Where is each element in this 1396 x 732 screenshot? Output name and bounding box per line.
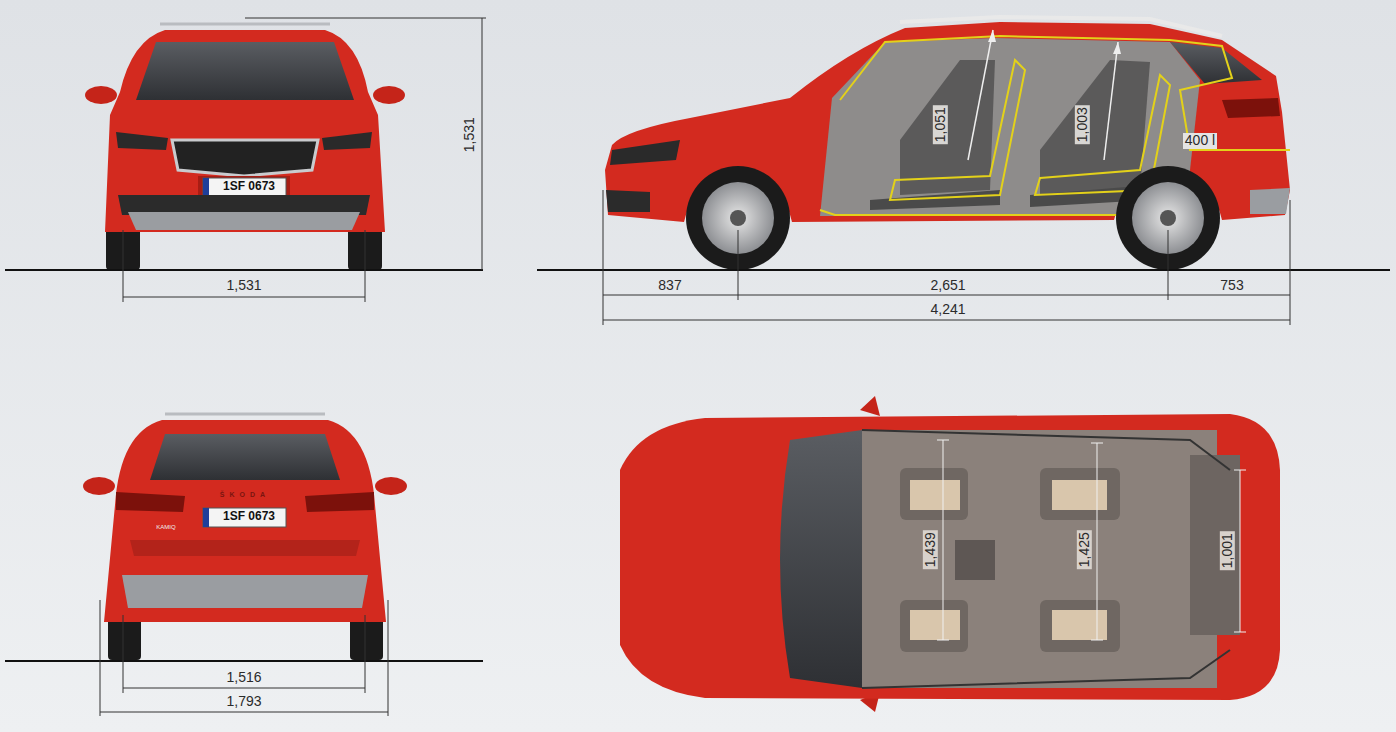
dimension-label: 837 [658,278,681,293]
ground-line [5,270,1390,661]
dimension-line [937,440,1246,640]
front-view [85,24,405,270]
dimension-label: 753 [1220,278,1243,293]
license-plate: 1SF 0673 [223,180,275,193]
volume-label: 400 l [1183,133,1217,148]
dimension-label: 1,003 [1075,105,1090,144]
dimension-label: 1,425 [1077,530,1092,569]
dimension-label: 2,651 [930,278,965,293]
dimension-label: 1,001 [1220,531,1235,570]
dimension-label: 1,516 [226,670,261,685]
rear-view [83,414,407,660]
dimension-label: 4,241 [930,302,965,317]
dimension-line [100,18,1290,716]
dimension-label: 1,051 [933,105,948,144]
dimension-label: 1,439 [923,530,938,569]
dimension-label: 1,531 [226,278,261,293]
license-plate: 1SF 0673 [223,510,275,523]
dimension-label: 1,793 [226,694,261,709]
top-view [620,396,1280,712]
side-view [605,17,1290,270]
brand-lettering: ŠKODA [220,491,270,499]
dimension-label: 1,531 [462,117,477,152]
model-badge: KAMIQ [156,524,175,531]
